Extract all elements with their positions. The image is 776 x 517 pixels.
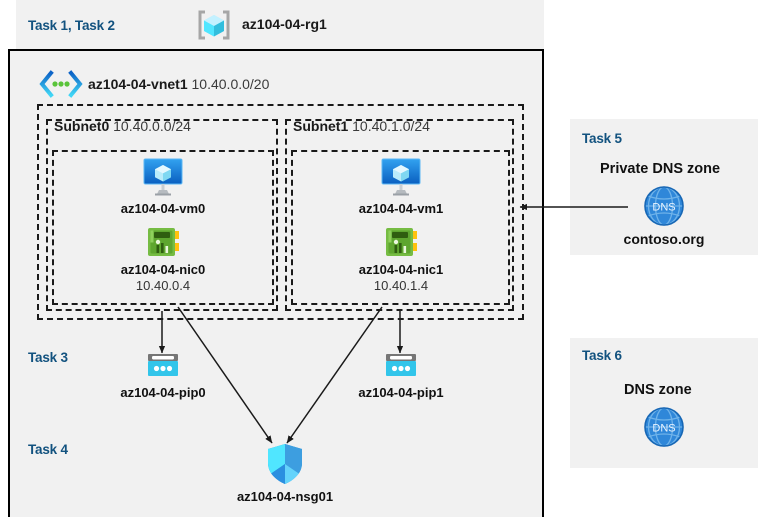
subnet-0-name: Subnet0 bbox=[54, 118, 110, 134]
private-dns-zone-name: contoso.org bbox=[623, 231, 705, 247]
vnet-name: az104-04-vnet1 bbox=[88, 76, 188, 92]
virtual-machine-icon bbox=[141, 157, 185, 197]
resource-group-icon bbox=[196, 7, 232, 43]
network-security-group-icon bbox=[266, 443, 304, 485]
nic0-node[interactable]: az104-04-nic0 10.40.0.4 bbox=[98, 225, 228, 295]
vm1-label: az104-04-vm1 bbox=[358, 201, 444, 216]
subnet-1-title: Subnet1 10.40.1.0/24 bbox=[293, 118, 430, 134]
svg-text:DNS: DNS bbox=[652, 202, 675, 214]
dns-zone-node[interactable]: DNS bbox=[599, 405, 729, 449]
vnet-cidr: 10.40.0.0/20 bbox=[191, 76, 270, 92]
nsg-label: az104-04-nsg01 bbox=[236, 489, 334, 504]
vm1-node[interactable]: az104-04-vm1 bbox=[336, 157, 466, 217]
nic1-label: az104-04-nic1 bbox=[358, 262, 444, 277]
subnet-1-cidr: 10.40.1.0/24 bbox=[352, 118, 430, 134]
pip0-node[interactable]: az104-04-pip0 bbox=[98, 352, 228, 401]
network-interface-icon bbox=[383, 225, 419, 259]
subnet-0-title: Subnet0 10.40.0.0/24 bbox=[54, 118, 191, 134]
dns-zone-icon: DNS bbox=[642, 184, 686, 228]
task-label-4: Task 4 bbox=[28, 442, 68, 457]
task-label-6: Task 6 bbox=[582, 348, 622, 363]
private-dns-zone-node[interactable]: DNS contoso.org bbox=[599, 184, 729, 249]
subnet-1-boundary bbox=[285, 119, 514, 311]
nic0-label: az104-04-nic0 bbox=[120, 262, 206, 277]
dns-zone-icon: DNS bbox=[642, 405, 686, 449]
pip1-node[interactable]: az104-04-pip1 bbox=[336, 352, 466, 401]
resource-group-name: az104-04-rg1 bbox=[242, 16, 327, 32]
pip0-label: az104-04-pip0 bbox=[120, 385, 206, 400]
nic1-node[interactable]: az104-04-nic1 10.40.1.4 bbox=[336, 225, 466, 295]
public-ip-address-icon bbox=[143, 352, 183, 380]
virtual-machine-icon bbox=[379, 157, 423, 197]
nsg-node[interactable]: az104-04-nsg01 bbox=[220, 443, 350, 505]
svg-text:DNS: DNS bbox=[652, 423, 675, 435]
task-label-5: Task 5 bbox=[582, 131, 622, 146]
task-label-3: Task 3 bbox=[28, 350, 68, 365]
vm0-node[interactable]: az104-04-vm0 bbox=[98, 157, 228, 217]
pip1-label: az104-04-pip1 bbox=[358, 385, 444, 400]
vm0-label: az104-04-vm0 bbox=[120, 201, 206, 216]
public-ip-address-icon bbox=[381, 352, 421, 380]
subnet-1-name: Subnet1 bbox=[293, 118, 349, 134]
subnet-0-boundary bbox=[46, 119, 278, 311]
dns-zone-title: DNS zone bbox=[624, 382, 692, 398]
task-3-panel bbox=[18, 340, 534, 418]
task-label-1-2: Task 1, Task 2 bbox=[28, 18, 115, 33]
nic0-ip: 10.40.0.4 bbox=[135, 278, 191, 294]
nic1-ip: 10.40.1.4 bbox=[373, 278, 429, 294]
vnet-boundary bbox=[37, 104, 524, 320]
private-dns-zone-title: Private DNS zone bbox=[600, 161, 721, 177]
virtual-network-icon bbox=[38, 70, 84, 98]
subnet-1-vm-boundary bbox=[291, 150, 510, 305]
subnet-0-vm-boundary bbox=[52, 150, 274, 305]
vnet-title: az104-04-vnet1 10.40.0.0/20 bbox=[88, 76, 269, 92]
subnet-0-cidr: 10.40.0.0/24 bbox=[113, 118, 191, 134]
network-interface-icon bbox=[145, 225, 181, 259]
resource-group-header-panel bbox=[16, 0, 544, 49]
